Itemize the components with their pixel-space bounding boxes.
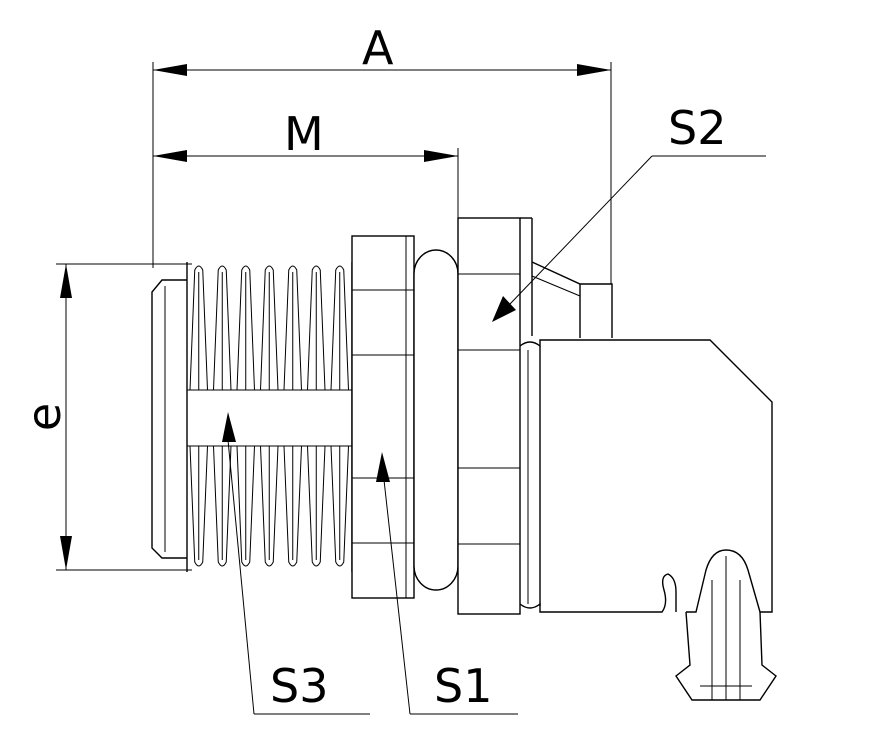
label-s1: S1	[434, 659, 492, 713]
dimension-a: A	[152, 21, 612, 284]
dimension-e: e	[17, 263, 192, 571]
dimension-m: M	[153, 107, 459, 222]
thread-crest	[260, 445, 279, 567]
o-ring	[413, 249, 459, 591]
thread-crest	[283, 265, 302, 391]
label-a: A	[362, 21, 394, 75]
thread-crest	[189, 445, 208, 567]
front-cap	[151, 279, 187, 559]
thread-crest	[330, 445, 349, 567]
lock-nut	[351, 235, 415, 599]
thread-crest	[260, 265, 279, 391]
housing-body	[519, 339, 773, 613]
thread-crest	[213, 265, 232, 391]
flange-nut	[457, 217, 533, 615]
thread-crest	[307, 265, 326, 391]
thread-crest	[283, 445, 302, 567]
thread-crest	[330, 265, 349, 391]
label-s3: S3	[270, 659, 328, 713]
leader-s2: S2	[492, 101, 766, 322]
snap-clip	[675, 549, 777, 701]
thread-crest	[236, 445, 255, 567]
top-tab	[531, 261, 613, 338]
leader-s1: S1	[376, 452, 518, 715]
label-e: e	[17, 403, 71, 431]
thread-crest	[236, 265, 255, 391]
thread-crest	[213, 445, 232, 567]
threaded-body	[186, 262, 353, 572]
thread-crest	[307, 445, 326, 567]
label-s2: S2	[668, 101, 726, 155]
label-m: M	[284, 107, 324, 161]
leader-s3: S3	[222, 412, 370, 715]
thread-crest	[189, 265, 208, 391]
